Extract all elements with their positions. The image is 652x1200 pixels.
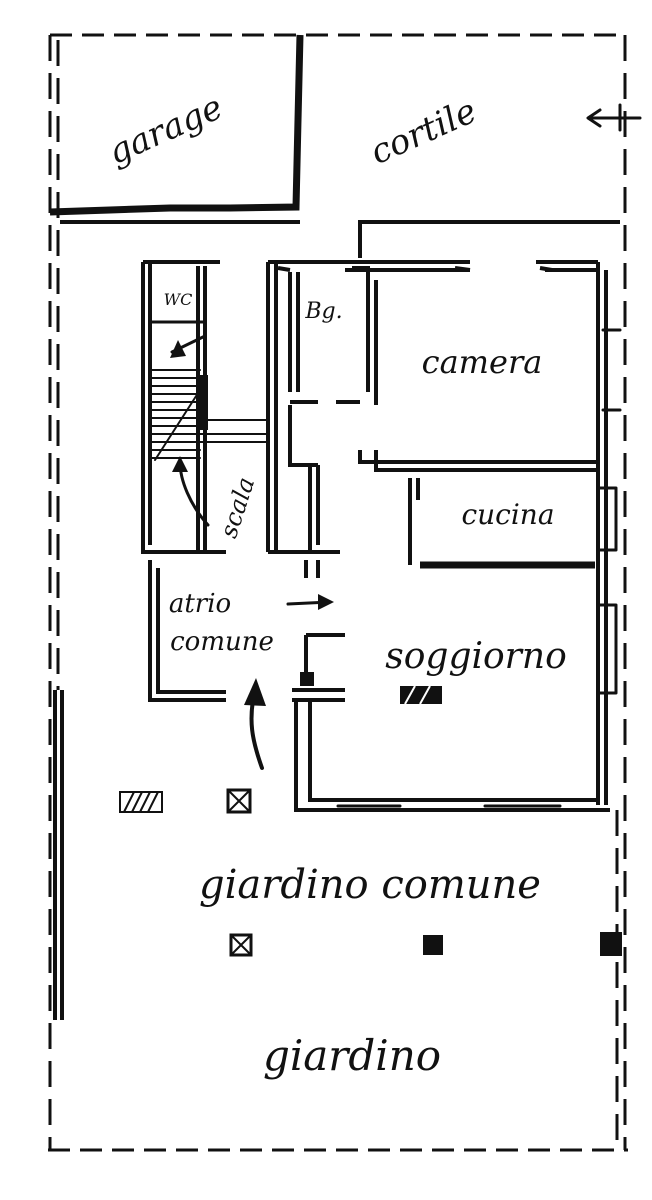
cortile-label: cortile xyxy=(365,91,483,173)
building-walls xyxy=(60,220,620,812)
property-boundary xyxy=(48,33,628,1152)
soggiorno-label: soggiorno xyxy=(385,636,567,677)
tree-symbol-icon xyxy=(226,788,622,957)
giardino-label: giardino xyxy=(263,1031,441,1080)
garage-outline xyxy=(49,34,304,216)
atrio-label-line2: comune xyxy=(170,627,274,657)
bagno-label: Bg. xyxy=(304,299,342,324)
wc-label: WC xyxy=(164,290,193,309)
entrance-arrow-icon xyxy=(244,678,266,770)
chimney-hatch-icon xyxy=(119,672,442,813)
stair-treads xyxy=(148,320,269,461)
stair-arrow-icon xyxy=(170,334,210,527)
camera-label: camera xyxy=(422,343,543,381)
boundary-fragments xyxy=(53,33,612,1020)
garage-label: garage xyxy=(102,87,228,173)
scala-label: scala xyxy=(214,474,260,542)
window-marks xyxy=(277,266,622,808)
atrio-label-line1: atrio xyxy=(169,589,231,619)
north-arrow-icon xyxy=(586,103,642,132)
flow-arrow-icon xyxy=(286,594,334,610)
cucina-label: cucina xyxy=(461,498,554,531)
giardino-comune-label: giardino comune xyxy=(199,862,541,908)
